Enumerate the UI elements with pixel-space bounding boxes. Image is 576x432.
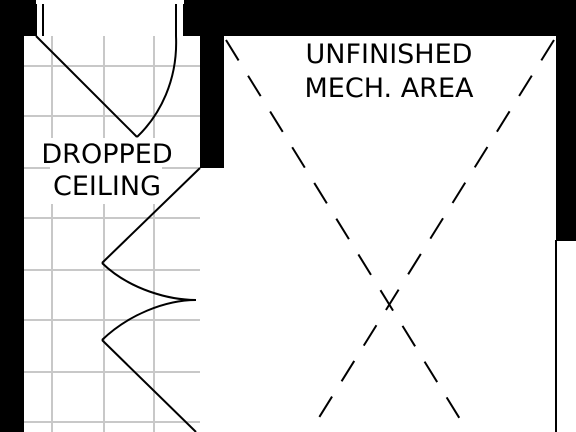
left-wall	[0, 0, 24, 432]
top-right-wall	[184, 0, 556, 36]
unfinished-area-x	[225, 39, 555, 432]
top-left-wall-stub	[24, 0, 36, 36]
top-door-swing	[35, 35, 178, 138]
dropped-ceiling-label-bg	[50, 138, 162, 204]
mech-area-label-line1: UNFINISHED	[306, 39, 473, 70]
door-swings	[35, 35, 201, 432]
right-wall-lower	[555, 239, 576, 432]
partition-wall	[200, 36, 224, 168]
right-wall-upper	[556, 0, 576, 240]
dropped-ceiling-label-line2: CEILING	[53, 171, 161, 202]
dropped-ceiling-label-line1: DROPPED	[41, 139, 172, 170]
ceiling-grid	[24, 36, 200, 432]
lower-door-swing	[101, 299, 197, 432]
door-opening-top	[35, 4, 185, 36]
mech-area-label-line2: MECH. AREA	[305, 73, 474, 104]
